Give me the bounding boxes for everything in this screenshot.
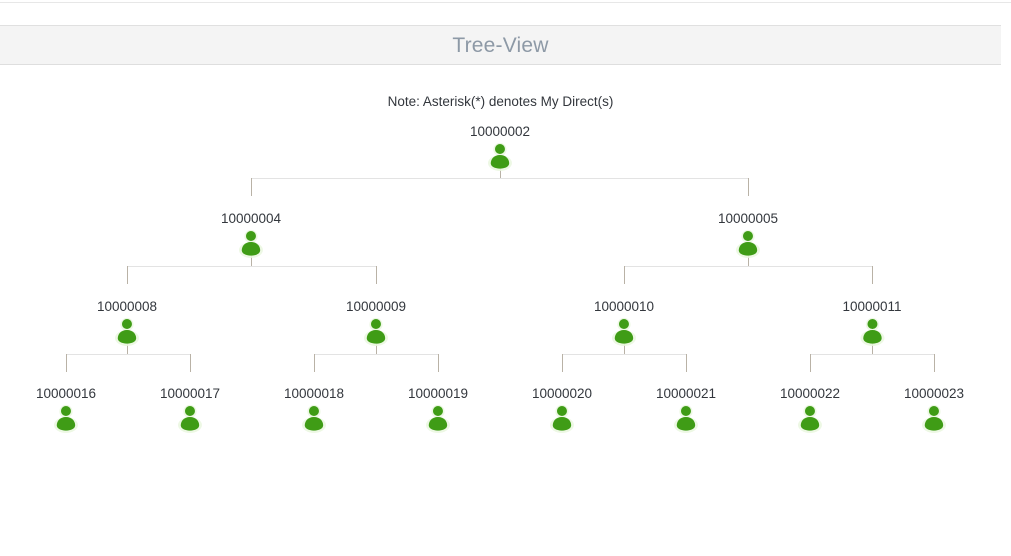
person-icon[interactable]	[549, 403, 575, 433]
tree-node-label: 10000021	[655, 386, 717, 401]
tree-node-label: 10000011	[842, 299, 902, 314]
tree-node-label: 10000005	[717, 211, 779, 226]
tree-node-label: 10000019	[407, 386, 469, 401]
connector-level3-drop-1	[66, 354, 67, 372]
connector-level3-drop-3	[314, 354, 315, 372]
tree-node-10000023[interactable]: 10000023	[904, 386, 964, 433]
tree-node-10000021[interactable]: 10000021	[656, 386, 716, 433]
tree-node-label: 10000008	[96, 299, 158, 314]
tree-node-10000020[interactable]: 10000020	[532, 386, 592, 433]
person-icon[interactable]	[859, 316, 885, 346]
person-icon[interactable]	[53, 403, 79, 433]
panel-body: Note: Asterisk(*) denotes My Direct(s)	[0, 66, 1001, 556]
connector-level2-drop-1	[127, 266, 128, 284]
connector-level1-drop-2	[748, 178, 749, 196]
connector-level3-drop-7	[810, 354, 811, 372]
panel-header: Tree-View	[0, 25, 1001, 65]
tree-node-10000005[interactable]: 10000005	[718, 211, 778, 258]
tree-node-label: 10000022	[779, 386, 841, 401]
person-icon[interactable]	[921, 403, 947, 433]
tree-node-root[interactable]: 10000002	[470, 124, 530, 171]
tree-node-10000010[interactable]: 10000010	[594, 299, 654, 346]
tree-node-10000018[interactable]: 10000018	[284, 386, 344, 433]
tree-node-label: 10000016	[35, 386, 97, 401]
top-divider	[0, 2, 1011, 3]
person-icon[interactable]	[114, 316, 140, 346]
connector-level2-bus-left	[127, 266, 376, 267]
person-icon[interactable]	[177, 403, 203, 433]
connector-level3-drop-6	[686, 354, 687, 372]
connector-level1-bus	[251, 178, 749, 179]
tree-node-label: 10000004	[220, 211, 282, 226]
tree-node-10000016[interactable]: 10000016	[36, 386, 96, 433]
tree-node-label: 10000002	[469, 124, 531, 139]
person-icon[interactable]	[363, 316, 389, 346]
person-icon[interactable]	[238, 228, 264, 258]
tree-node-10000022[interactable]: 10000022	[780, 386, 840, 433]
connector-level2-drop-3	[624, 266, 625, 284]
connector-level3-drop-2	[190, 354, 191, 372]
tree-node-10000004[interactable]: 10000004	[221, 211, 281, 258]
tree-node-label: 10000023	[903, 386, 965, 401]
tree-node-label: 10000010	[593, 299, 655, 314]
tree-note: Note: Asterisk(*) denotes My Direct(s)	[387, 94, 614, 109]
connector-level1-drop-1	[251, 178, 252, 196]
connector-level2-drop-2	[376, 266, 377, 284]
tree-node-label: 10000009	[345, 299, 407, 314]
tree-node-label: 10000017	[159, 386, 221, 401]
tree-node-10000008[interactable]: 10000008	[97, 299, 157, 346]
tree-node-10000017[interactable]: 10000017	[160, 386, 220, 433]
tree-node-10000019[interactable]: 10000019	[408, 386, 468, 433]
tree-node-10000011[interactable]: 10000011	[842, 299, 902, 346]
person-icon[interactable]	[673, 403, 699, 433]
person-icon[interactable]	[797, 403, 823, 433]
connector-level3-bus-3	[562, 354, 686, 355]
connector-level3-bus-2	[314, 354, 438, 355]
page-title: Tree-View	[452, 33, 549, 57]
connector-level3-drop-5	[562, 354, 563, 372]
connector-level2-bus-right	[624, 266, 872, 267]
connector-level3-drop-8	[934, 354, 935, 372]
tree-node-label: 10000018	[283, 386, 345, 401]
connector-level2-drop-4	[872, 266, 873, 284]
person-icon[interactable]	[301, 403, 327, 433]
connector-level3-bus-1	[66, 354, 190, 355]
person-icon[interactable]	[735, 228, 761, 258]
tree-node-10000009[interactable]: 10000009	[346, 299, 406, 346]
org-tree: Note: Asterisk(*) denotes My Direct(s)	[0, 66, 1011, 556]
connector-level3-drop-4	[438, 354, 439, 372]
tree-node-label: 10000020	[531, 386, 593, 401]
person-icon[interactable]	[611, 316, 637, 346]
person-icon[interactable]	[487, 141, 513, 171]
person-icon[interactable]	[425, 403, 451, 433]
connector-level3-bus-4	[810, 354, 934, 355]
